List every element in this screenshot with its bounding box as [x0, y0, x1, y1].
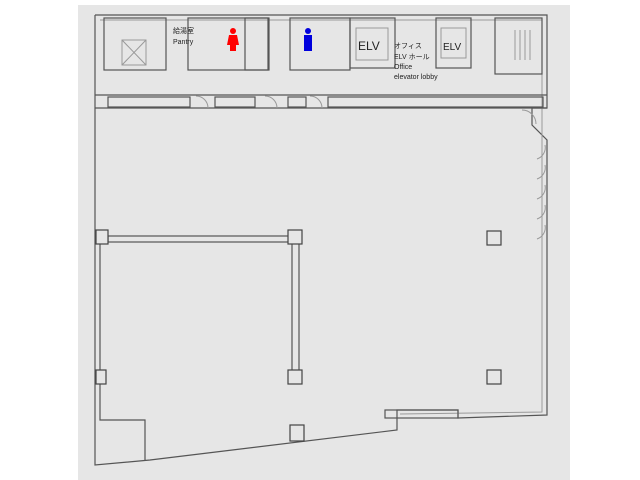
lobby-label-en-2: elevator lobby [394, 74, 438, 81]
core-rooms [103, 17, 544, 419]
stairs-icon [514, 30, 531, 60]
interior-partitions [99, 230, 300, 460]
elevator-label-1: ELV [358, 39, 380, 53]
lobby-label-jp-2: ELV ホール [394, 53, 430, 61]
pantry-label-en: Pantry [173, 39, 194, 46]
columns [95, 229, 502, 442]
doors [195, 95, 546, 240]
elevator-label-2: ELV [443, 42, 461, 53]
pantry-label-jp: 給湯室 [173, 26, 194, 35]
mens-restroom-icon [304, 28, 312, 51]
womens-restroom-icon [227, 28, 239, 51]
outer-walls [94, 14, 548, 466]
lobby-label-jp-1: オフィス [394, 42, 422, 50]
lobby-label-en-1: Office [394, 64, 412, 71]
